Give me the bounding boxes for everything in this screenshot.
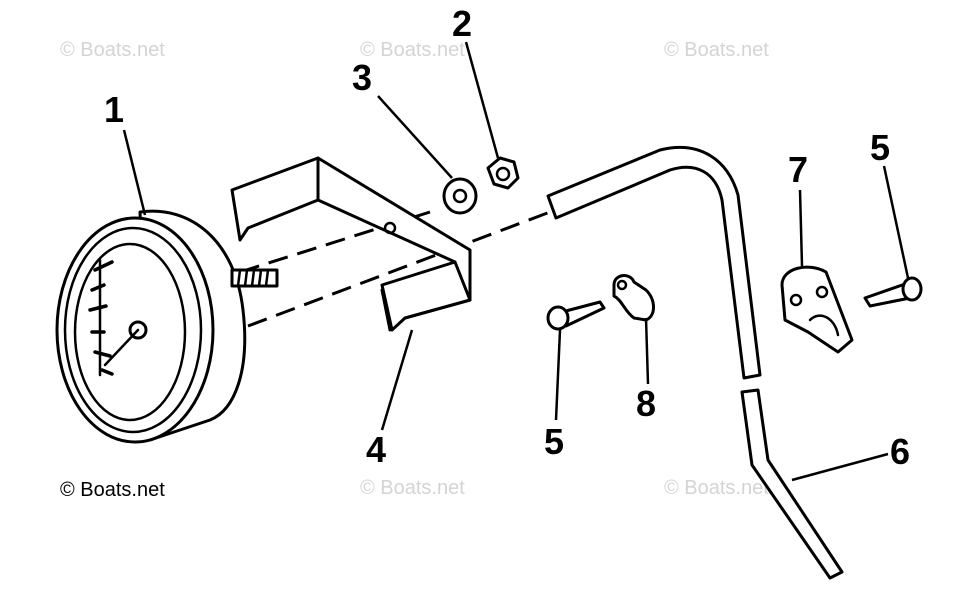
assembly-line (247, 210, 551, 328)
callout-label-lockwasher: 3 (352, 57, 372, 98)
leader-line (791, 452, 889, 482)
leader-line (464, 41, 500, 159)
leader-line (644, 317, 650, 385)
hose-part[interactable] (546, 145, 844, 580)
screw-left-part[interactable] (546, 300, 606, 331)
callout-label-hose: 6 (890, 431, 910, 472)
bracket-part[interactable] (230, 156, 472, 332)
callout-label-gauge: 1 (104, 89, 124, 130)
clip-plate-part[interactable] (780, 265, 854, 354)
watermark: © Boats.net (360, 39, 465, 61)
watermark: © Boats.net (664, 477, 769, 499)
leader-line (554, 329, 562, 421)
leader-line (798, 189, 804, 267)
watermark: © Boats.net (360, 477, 465, 499)
leader-line (882, 165, 910, 279)
callout-label-bracket: 4 (366, 429, 386, 470)
callout-label-clip-plate: 7 (788, 149, 808, 190)
hose-clip-part[interactable] (612, 274, 655, 322)
leader-line (377, 95, 453, 179)
leader-line (122, 129, 147, 216)
callout-label-screw-left: 5 (544, 421, 564, 462)
callout-label-hose-clip: 8 (636, 383, 656, 424)
screw-right-part[interactable] (863, 276, 923, 308)
callout-label-nut: 2 (452, 3, 472, 44)
gauge-part[interactable] (55, 209, 279, 444)
callout-label-screw-right: 5 (870, 127, 890, 168)
watermark: © Boats.net (60, 39, 165, 61)
nut-part[interactable] (486, 156, 520, 190)
copyright-label: © Boats.net (60, 479, 165, 501)
lockwasher-part[interactable] (442, 177, 478, 215)
leader-line (380, 329, 414, 431)
watermark: © Boats.net (664, 39, 769, 61)
